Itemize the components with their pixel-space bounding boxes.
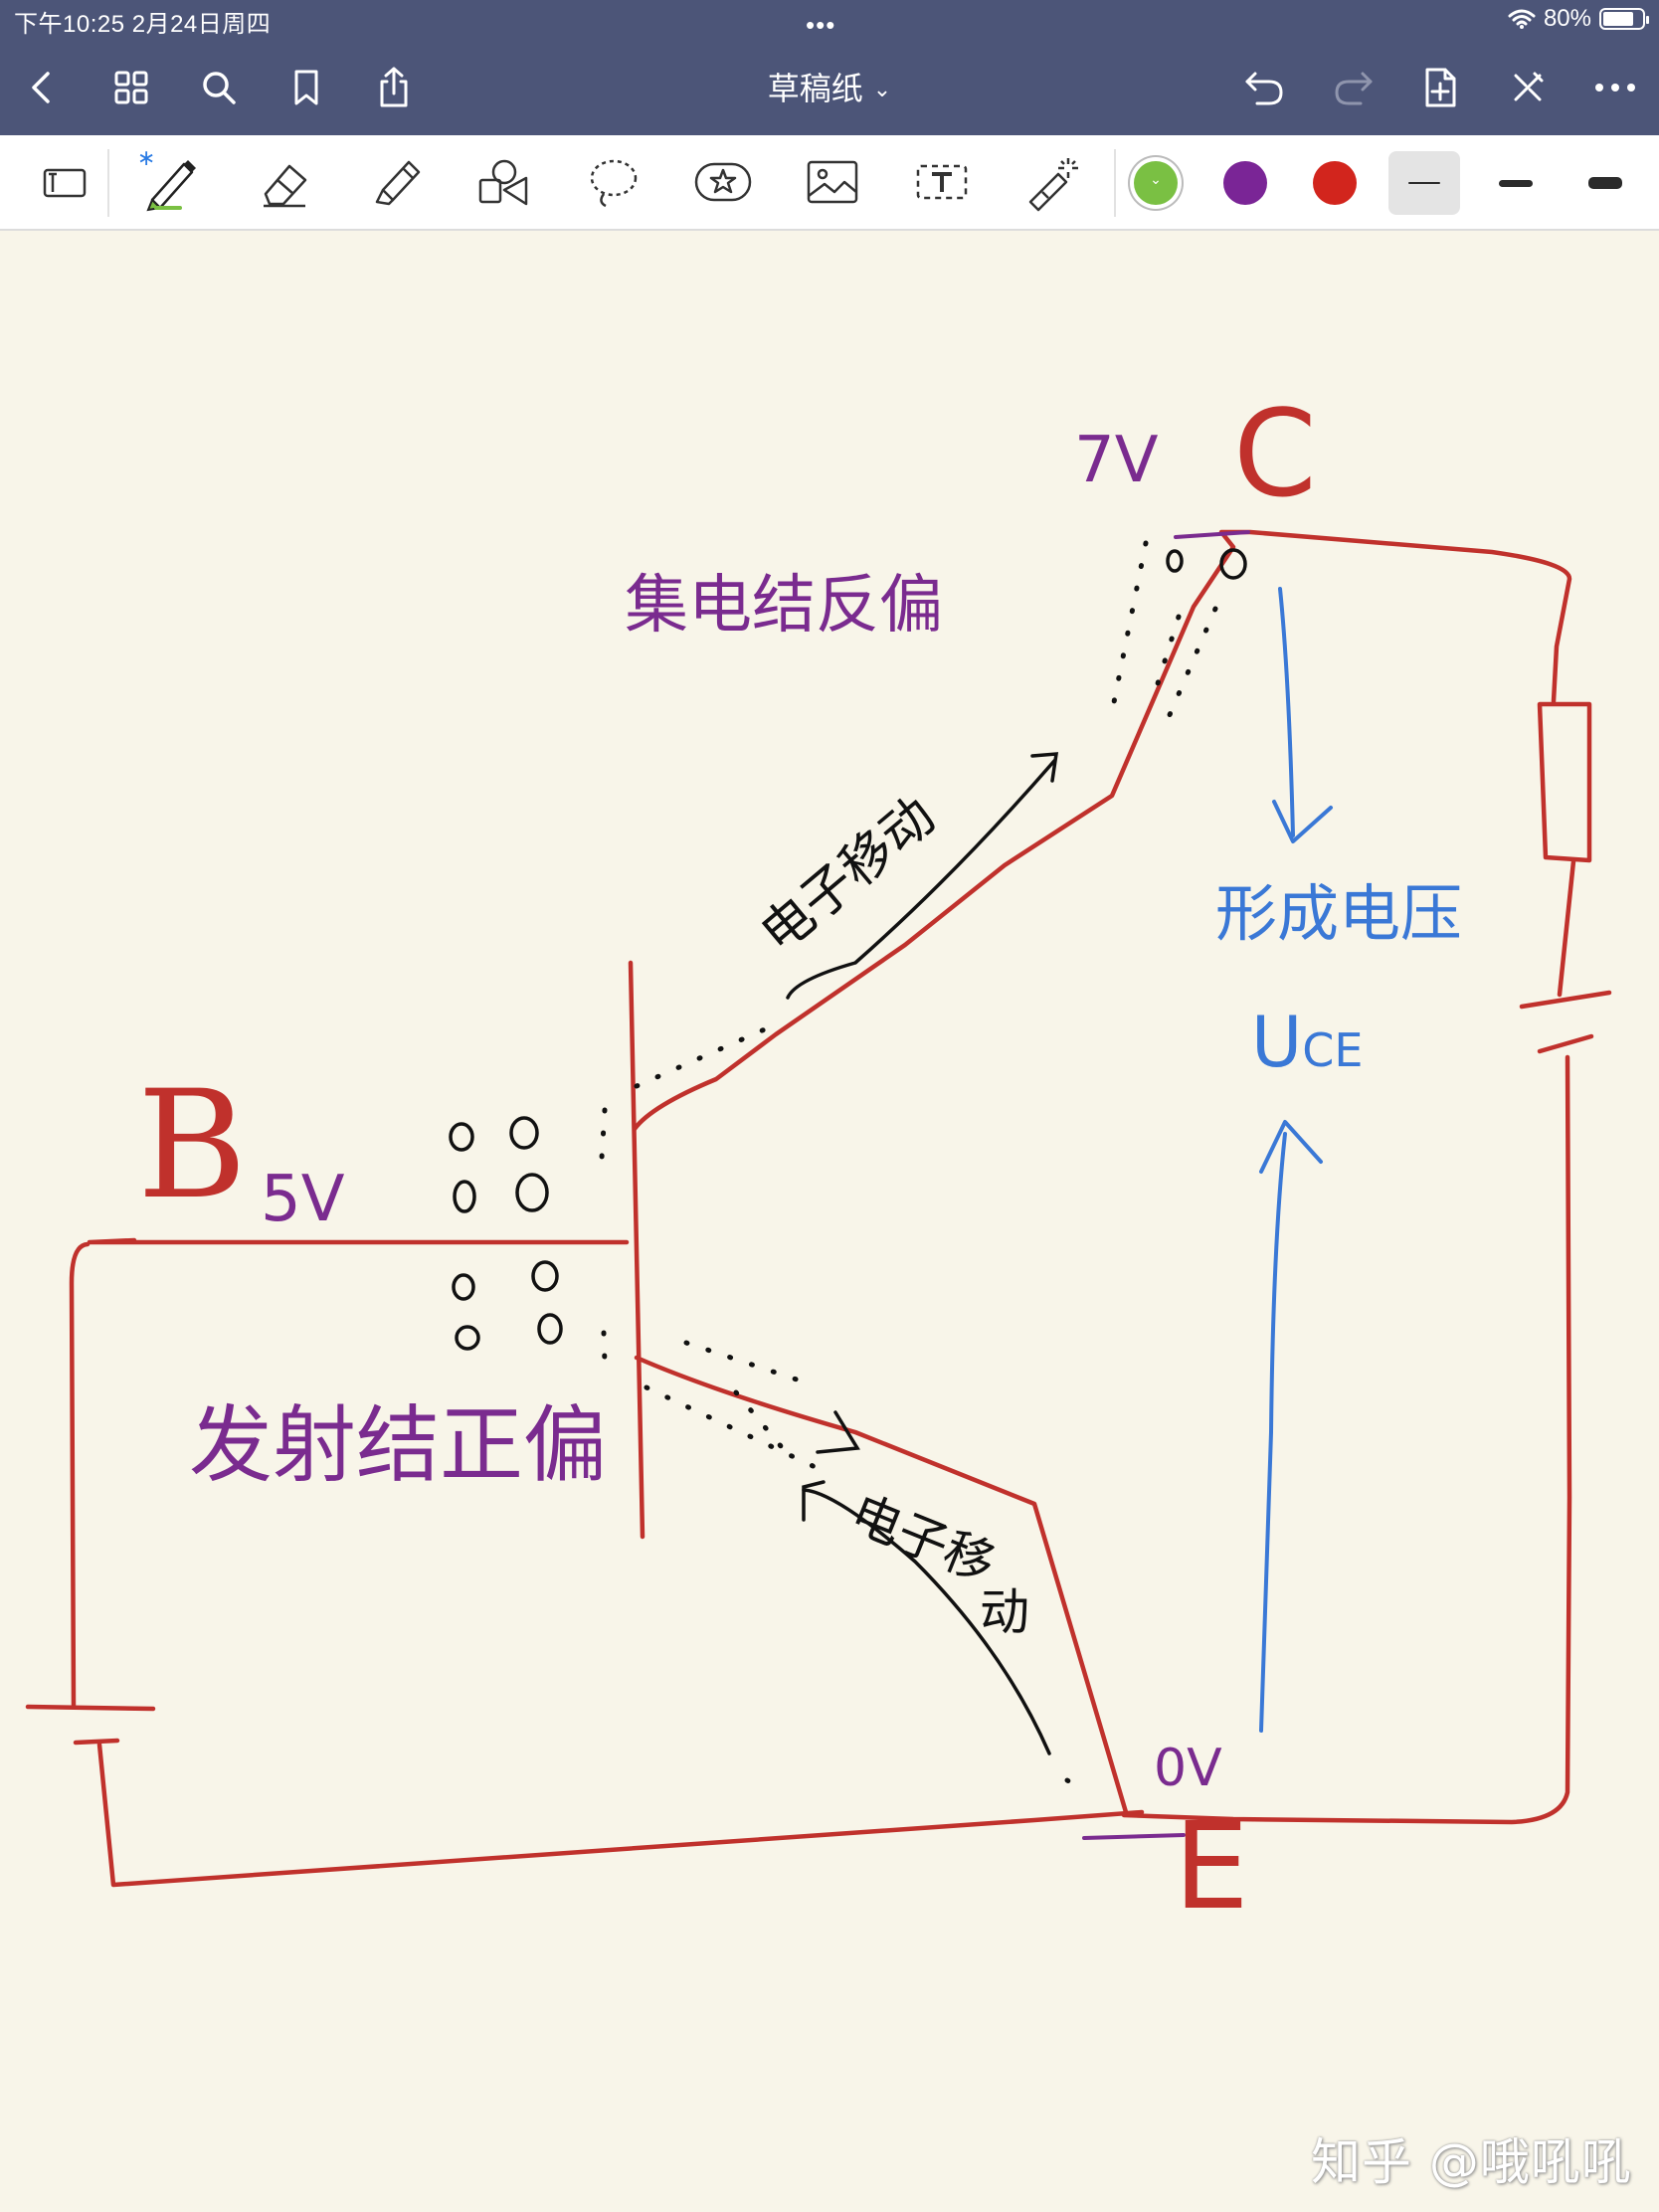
add-page-icon[interactable]: [1410, 58, 1470, 117]
multitasking-dots[interactable]: •••: [806, 10, 836, 40]
uce-main: U: [1251, 1002, 1302, 1083]
drawing-toolbar: ∗: [0, 135, 1659, 231]
uce-arrows: [1259, 587, 1333, 1733]
collector-voltage-label: 7V: [1074, 424, 1159, 497]
battery-level: [1603, 12, 1634, 26]
electron: [449, 1122, 474, 1152]
shapes-icon[interactable]: [471, 149, 537, 215]
upper-electron-arrow: [786, 759, 1056, 1000]
base-label: B: [137, 1059, 247, 1232]
top-bar: 下午10:25 2月24日周四 ••• 80%: [0, 0, 1659, 135]
checkmark-icon: ⌄: [1150, 171, 1162, 187]
text-icon[interactable]: [909, 149, 975, 215]
electron: [452, 1273, 475, 1301]
electron: [453, 1180, 476, 1213]
note-canvas[interactable]: 7V C 集电结反偏 B 5V 发射结正偏 0V E: [0, 231, 1659, 2212]
emitter-wire: [634, 1355, 1129, 1815]
grid-icon[interactable]: [101, 58, 161, 117]
form-voltage-label: 形成电压: [1215, 877, 1462, 950]
electron-marks: [449, 548, 1247, 1755]
upper-electron-arrowhead: [1030, 752, 1059, 783]
handwritten-drawing: 7V C 集电结反偏 B 5V 发射结正偏 0V E: [25, 386, 1612, 1936]
electron-dotted-paths: [598, 540, 1218, 1787]
highlighter-icon[interactable]: [362, 149, 428, 215]
electron: [1166, 549, 1184, 573]
page-layout-icon[interactable]: [32, 149, 97, 215]
lower-electron-arrowhead: [802, 1480, 826, 1522]
color-swatch-purple[interactable]: [1223, 161, 1267, 205]
lower-emitter-arrowhead: [816, 1410, 860, 1454]
search-icon[interactable]: [189, 58, 249, 117]
battery-left-long-plate: [25, 1704, 156, 1712]
uce-subscript: CE: [1302, 1023, 1363, 1077]
base-wire-top: [87, 1237, 630, 1245]
more-icon[interactable]: [1585, 58, 1645, 117]
electron: [531, 1260, 559, 1292]
battery-icon: [1599, 8, 1649, 30]
collector-wire: [632, 529, 1572, 1132]
resistor-to-battery: [1557, 858, 1576, 998]
uce-up-arrowhead: [1259, 1120, 1323, 1174]
collector-bias-label: 集电结反偏: [625, 569, 943, 643]
watermark: 知乎 @哦吼吼: [1311, 2133, 1632, 2191]
uce-label: UCE: [1251, 1002, 1363, 1083]
undo-icon[interactable]: [1235, 58, 1295, 117]
electron: [537, 1313, 563, 1345]
lower-electron-arrow: [802, 1488, 1051, 1755]
thickness-thick[interactable]: [1569, 151, 1641, 215]
uce-up-arrow: [1259, 1132, 1287, 1733]
bookmark-icon[interactable]: [276, 58, 336, 117]
emitter-voltage-label: 0V: [1154, 1739, 1222, 1798]
pen-icon[interactable]: ∗: [137, 145, 203, 215]
document-title[interactable]: 草稿纸⌄: [767, 70, 892, 107]
sticker-icon[interactable]: [690, 149, 756, 215]
bluetooth-icon: ∗: [137, 145, 156, 170]
emitter-bias-label: 发射结正偏: [189, 1396, 607, 1494]
collector-label: C: [1233, 386, 1317, 524]
thickness-thin[interactable]: [1388, 151, 1460, 215]
collector-plate-marks: [1082, 530, 1250, 1840]
electron: [509, 1116, 539, 1150]
resistor-body: [1537, 701, 1592, 863]
close-icon[interactable]: [1498, 58, 1558, 117]
electron: [455, 1325, 480, 1351]
lasso-icon[interactable]: [581, 149, 646, 215]
base-wire-left: [69, 1241, 91, 1709]
right-wire-bottom: [1121, 1054, 1572, 1825]
base-plate: [628, 960, 645, 1540]
share-icon[interactable]: [364, 58, 424, 117]
chevron-down-icon: ⌄: [872, 77, 892, 101]
emitter-label: E: [1174, 1798, 1249, 1936]
battery-percent: 80%: [1543, 5, 1591, 32]
bottom-wire: [96, 1742, 1145, 1888]
electron-move-lower-label-1: 电子移: [843, 1484, 1004, 1593]
base-voltage-label: 5V: [261, 1163, 345, 1236]
chevron-left-icon[interactable]: [12, 58, 72, 117]
electron-move-lower-label-2: 动: [980, 1583, 1029, 1641]
color-swatch-red[interactable]: [1313, 161, 1357, 205]
eraser-icon[interactable]: [253, 149, 318, 215]
battery-left-short-plate: [73, 1738, 120, 1746]
circuit-wires: [25, 529, 1612, 1888]
laser-pointer-icon[interactable]: [1018, 149, 1084, 215]
thickness-medium[interactable]: [1480, 151, 1552, 215]
battery-right-long-plate: [1519, 990, 1612, 1010]
color-swatch-green[interactable]: ⌄: [1134, 161, 1178, 205]
wifi-icon: [1508, 9, 1536, 29]
electron: [1219, 548, 1247, 580]
electron: [515, 1173, 549, 1212]
uce-down-arrow: [1278, 587, 1295, 837]
battery-right-short-plate: [1537, 1033, 1594, 1054]
status-time-date: 下午10:25 2月24日周四: [14, 11, 272, 38]
image-icon[interactable]: [800, 149, 865, 215]
status-right: 80%: [1508, 4, 1649, 34]
redo-icon[interactable]: [1323, 58, 1382, 117]
uce-down-arrowhead: [1272, 800, 1333, 843]
